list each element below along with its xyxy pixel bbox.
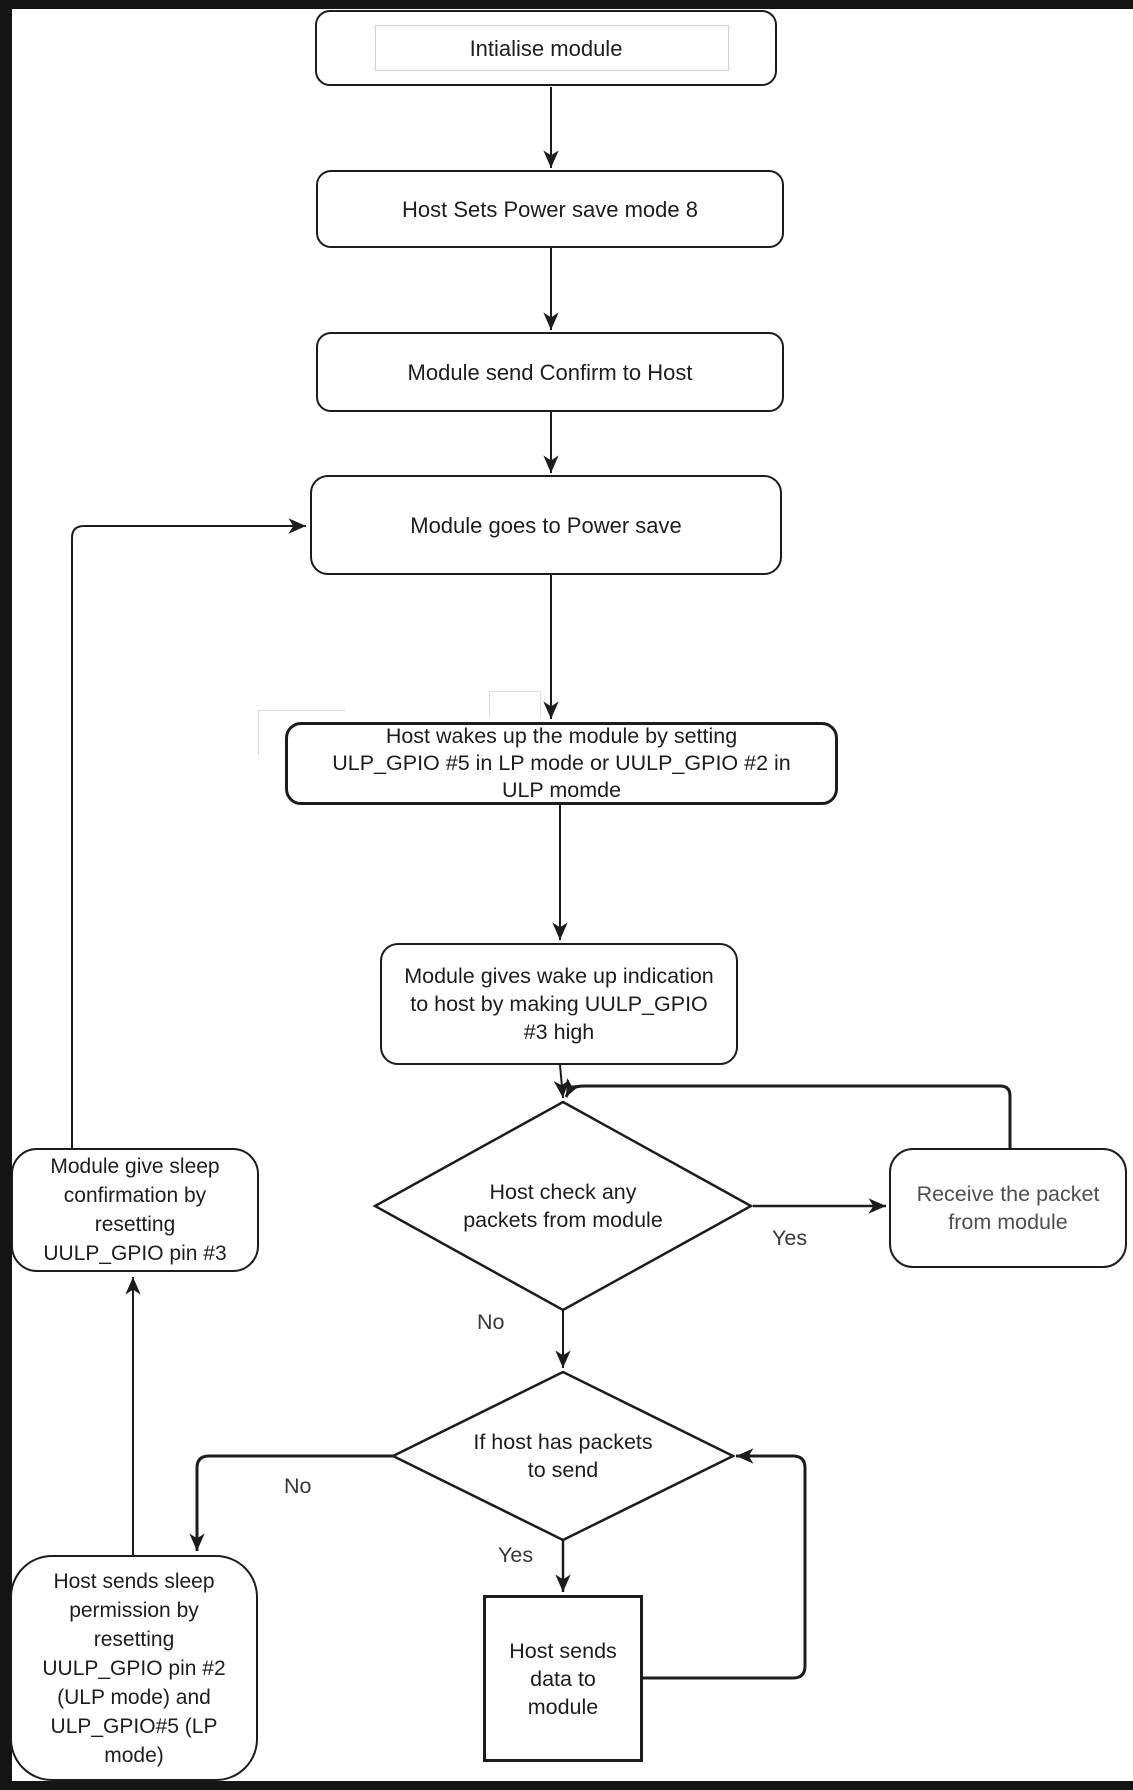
scan-artifact <box>489 691 541 718</box>
scan-artifact <box>375 25 729 71</box>
node-host-sets-power-save-mode-8: Host Sets Power save mode 8 <box>316 170 784 248</box>
node-host-wakes-up-module: Host wakes up the module by setting ULP_… <box>285 722 838 805</box>
decision-host-has-packets-shape <box>390 1370 736 1542</box>
edge-label-no-check-packets: No <box>477 1310 505 1334</box>
node-module-goes-to-power-save: Module goes to Power save <box>310 475 782 575</box>
edge-label-yes-has-packets: Yes <box>498 1543 534 1567</box>
connector-senddata-loop-to-haspackets <box>643 1448 807 1680</box>
node-module-wake-up-indication: Module gives wake up indication to host … <box>380 943 738 1065</box>
node-module-send-confirm-to-host: Module send Confirm to Host <box>316 332 784 412</box>
connector-haspackets-no-to-sleepperm <box>189 1454 393 1551</box>
edge-label-yes-check-packets: Yes <box>772 1226 808 1250</box>
frame-left-bar <box>0 0 12 1790</box>
frame-bottom-bar <box>0 1781 1133 1790</box>
decision-host-check-packets-shape <box>372 1100 754 1312</box>
node-module-sleep-confirmation: Module give sleep confirmation by resett… <box>11 1148 259 1272</box>
node-host-sends-sleep-permission: Host sends sleep permission by resetting… <box>10 1555 258 1781</box>
node-initialise-module: Intialise module <box>315 10 777 86</box>
decision-host-check-packets-label: Host check any packets from module <box>463 1180 663 1232</box>
connector-sleepconf-to-powersave <box>71 518 306 1148</box>
decision-host-has-packets-label: If host has packets to send <box>473 1430 653 1482</box>
connector-receive-return-to-check <box>564 1077 1012 1148</box>
node-receive-packet-from-module: Receive the packet from module <box>889 1148 1127 1268</box>
scan-artifact <box>258 710 345 755</box>
connector-indication-to-check <box>553 1064 570 1099</box>
frame-top-bar <box>0 0 1133 9</box>
edge-label-no-has-packets: No <box>284 1474 312 1498</box>
node-host-sends-data-to-module: Host sends data to module <box>483 1595 643 1762</box>
